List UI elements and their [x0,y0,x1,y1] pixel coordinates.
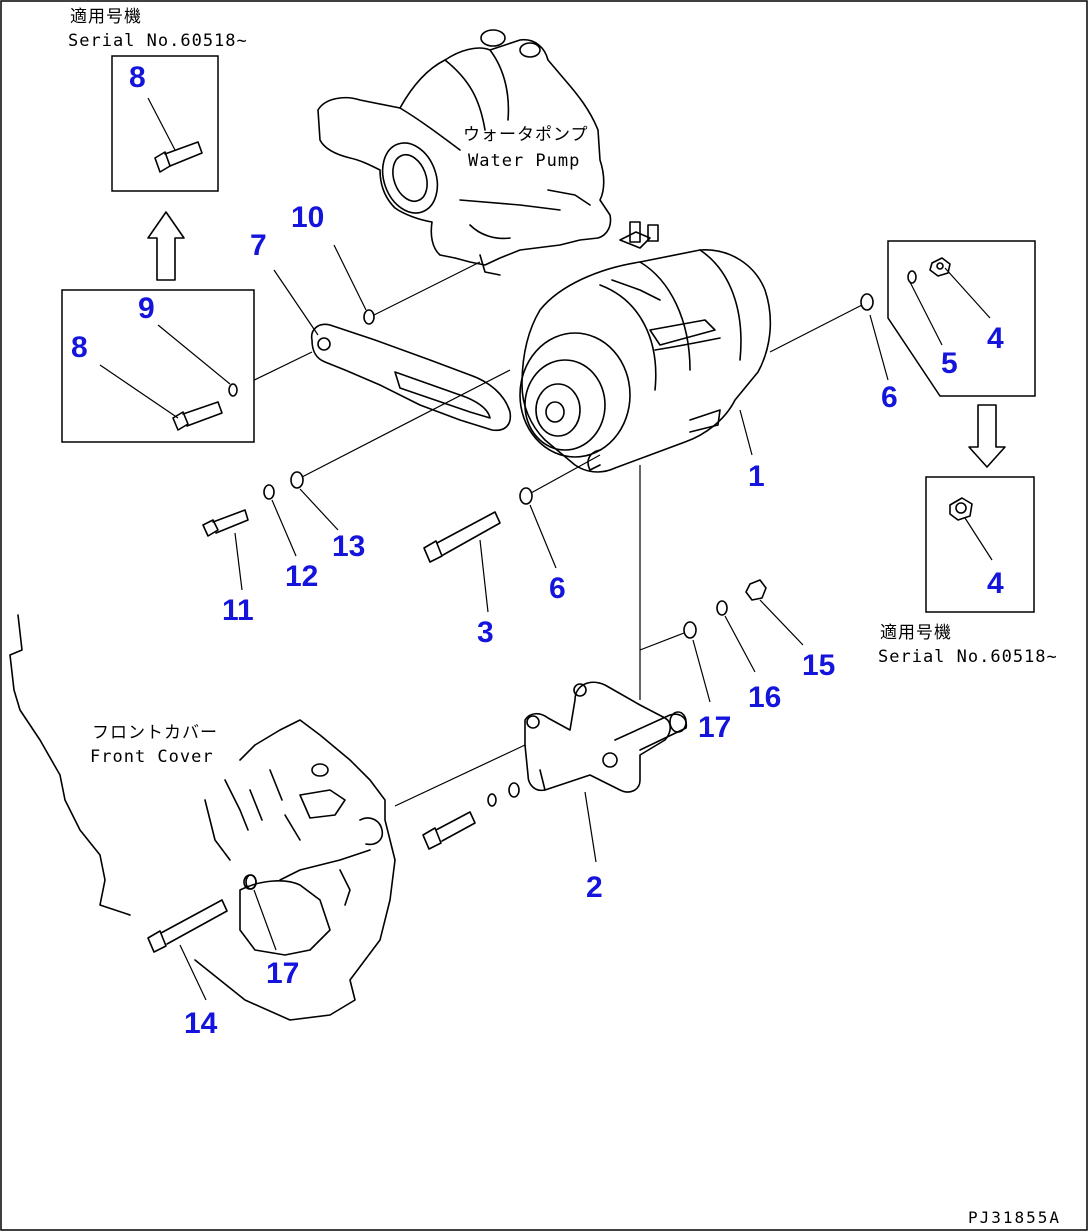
mounting-bracket [524,681,688,793]
note-serial-right: Serial No.60518~ [878,647,1058,667]
callout-6-upper: 6 [881,381,898,414]
callout-16: 16 [748,681,781,714]
drawing-number: PJ31855A [968,1208,1061,1227]
callout-8-top: 8 [129,61,146,94]
inset-flange-nut [925,476,1035,613]
water-pump-label-en: Water Pump [468,151,580,171]
front-cover-label-jp: フロントカバー [92,723,218,743]
washer-12 [263,484,275,500]
note-applicable-right-jp: 適用号機 [880,623,952,643]
front-cover-label-en: Front Cover [90,747,214,767]
bolt-3 [423,511,501,563]
washer-17-right [683,621,697,639]
callout-17-left: 17 [266,957,299,990]
bolt-14 [147,899,228,953]
washer-6-lower [519,487,533,505]
inset-serial-top [111,55,219,192]
front-cover [9,614,396,1021]
callout-13: 13 [332,530,365,563]
callout-2: 2 [586,871,603,904]
inset-bolt-left [61,289,255,443]
nut-15 [745,579,767,601]
callout-4-upper: 4 [987,322,1004,355]
note-serial-top: Serial No.60518~ [68,31,248,51]
bolt-bracket [422,811,476,850]
washer-10 [363,309,375,325]
callout-6-lower: 6 [549,572,566,605]
washer-16 [716,600,728,616]
callout-15: 15 [802,649,835,682]
callout-5: 5 [941,347,958,380]
callout-17-right: 17 [698,711,731,744]
arrow-up [147,211,185,281]
inset-nut-washer [887,240,1036,397]
water-pump [317,29,612,276]
washer-17-left [245,874,257,890]
callout-7: 7 [250,229,267,262]
water-pump-label-jp: ウォータポンプ [463,125,589,145]
adjust-bracket [310,323,512,432]
callout-14: 14 [184,1007,218,1040]
callout-9: 9 [138,292,155,325]
callout-12: 12 [285,560,318,593]
washer-13 [290,471,304,489]
callout-3: 3 [477,616,494,649]
washer-6-upper [860,293,874,311]
callout-10: 10 [291,201,324,234]
alternator [519,221,772,473]
callout-1: 1 [748,460,765,493]
callout-4-lower: 4 [987,567,1004,600]
arrow-down [968,404,1006,468]
bolt-11 [202,509,249,537]
hardware [147,141,874,953]
note-applicable-top-jp: 適用号機 [70,7,142,27]
callout-8-inset: 8 [71,331,88,364]
callout-11: 11 [222,594,254,627]
